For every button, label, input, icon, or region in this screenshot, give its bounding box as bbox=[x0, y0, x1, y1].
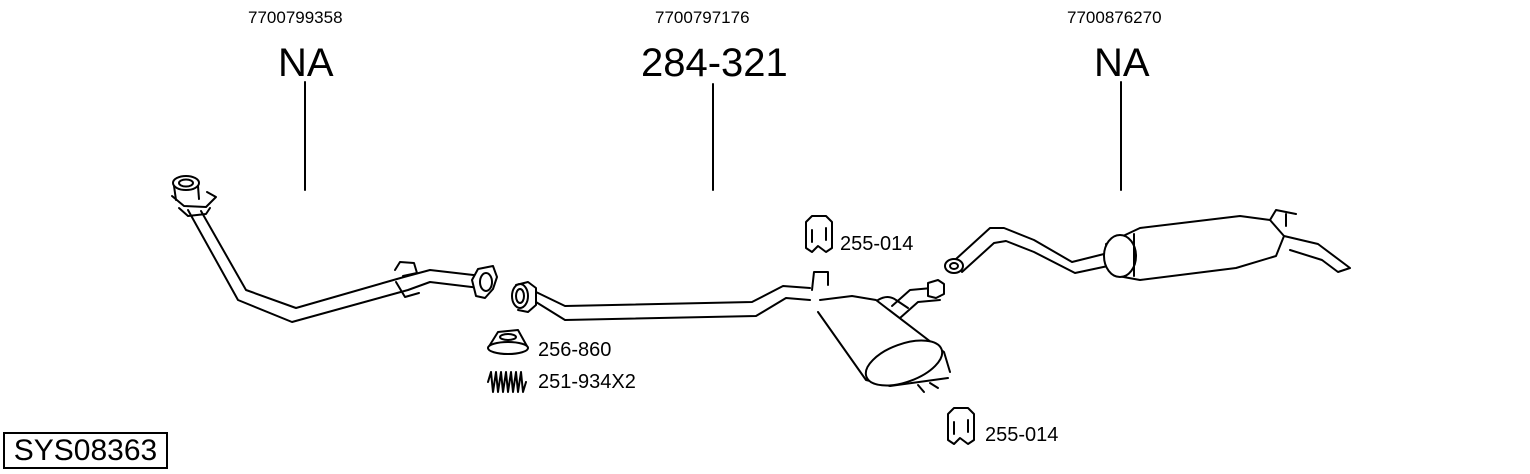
oem-number-rear-silencer: 7700876270 bbox=[1067, 8, 1162, 27]
ref-front-pipe: NA bbox=[278, 41, 334, 85]
part-label-hanger-bottom: 255-014 bbox=[985, 424, 1059, 446]
spring-icon bbox=[487, 371, 527, 393]
ref-rear-silencer: NA bbox=[1094, 41, 1150, 85]
oem-number-front-pipe: 7700799358 bbox=[248, 8, 343, 27]
hanger-icon-top bbox=[805, 215, 833, 253]
part-label-gasket: 256-860 bbox=[538, 339, 612, 361]
ref-middle-section: 284-321 bbox=[641, 41, 788, 85]
gasket-icon bbox=[487, 329, 529, 355]
oem-number-middle-section: 7700797176 bbox=[655, 8, 750, 27]
front-pipe bbox=[171, 175, 498, 323]
part-label-spring: 251-934X2 bbox=[538, 371, 636, 393]
system-code-box: SYS08363 bbox=[3, 432, 168, 469]
part-label-hanger-top: 255-014 bbox=[840, 233, 914, 255]
rear-silencer bbox=[944, 209, 1351, 281]
middle-section bbox=[511, 271, 951, 393]
hanger-icon-bottom bbox=[947, 407, 975, 445]
